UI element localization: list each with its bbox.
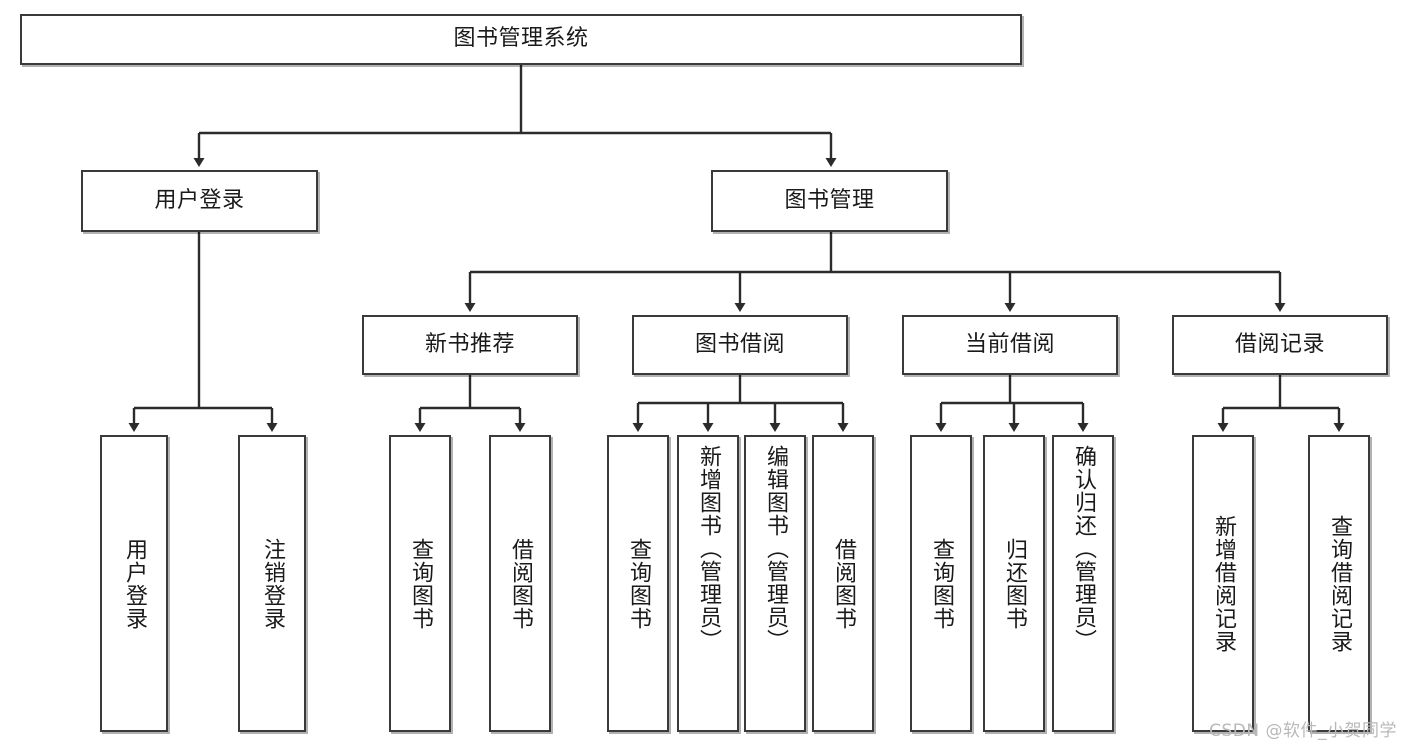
leaf-query-borrow-record[interactable]: 查询借阅记录 bbox=[1308, 435, 1370, 732]
node-new-book-recommendation[interactable]: 新书推荐 bbox=[362, 315, 578, 375]
node-new-book-recommendation-label: 新书推荐 bbox=[424, 331, 515, 357]
leaf-query-book-recommendation-label: 查询图书 bbox=[407, 537, 433, 630]
leaf-query-book-borrowing[interactable]: 查询图书 bbox=[607, 435, 669, 732]
node-root-label: 图书管理系统 bbox=[453, 26, 589, 52]
leaf-return-book-label: 归还图书 bbox=[1001, 537, 1027, 630]
node-book-management[interactable]: 图书管理 bbox=[711, 170, 948, 232]
leaf-query-book-current-label: 查询图书 bbox=[928, 537, 954, 630]
node-root[interactable]: 图书管理系统 bbox=[20, 14, 1022, 65]
leaf-query-book-borrowing-label: 查询图书 bbox=[625, 537, 651, 630]
leaf-logout[interactable]: 注销登录 bbox=[238, 435, 306, 732]
leaf-return-book[interactable]: 归还图书 bbox=[983, 435, 1045, 732]
node-book-borrowing[interactable]: 图书借阅 bbox=[632, 315, 848, 375]
leaf-confirm-return-admin[interactable]: 确认归还（管理员） bbox=[1052, 435, 1114, 732]
leaf-add-book-admin[interactable]: 新增图书（管理员） bbox=[677, 435, 739, 732]
leaf-borrow-book-borrowing[interactable]: 借阅图书 bbox=[812, 435, 874, 732]
leaf-user-login[interactable]: 用户登录 bbox=[100, 435, 168, 732]
leaf-query-book-recommendation[interactable]: 查询图书 bbox=[389, 435, 451, 732]
node-user-login-label: 用户登录 bbox=[154, 187, 245, 213]
node-book-management-label: 图书管理 bbox=[784, 187, 875, 213]
node-current-borrowing[interactable]: 当前借阅 bbox=[902, 315, 1118, 375]
leaf-borrow-book-borrowing-label: 借阅图书 bbox=[830, 537, 856, 630]
leaf-edit-book-admin-label: 编辑图书（管理员） bbox=[762, 445, 788, 652]
node-borrowing-record[interactable]: 借阅记录 bbox=[1172, 315, 1388, 375]
node-current-borrowing-label: 当前借阅 bbox=[964, 331, 1055, 357]
watermark-text: CSDN @软件_小贺同学 bbox=[1209, 721, 1397, 741]
node-user-login[interactable]: 用户登录 bbox=[81, 170, 318, 232]
leaf-user-login-label: 用户登录 bbox=[121, 537, 147, 630]
leaf-query-book-current[interactable]: 查询图书 bbox=[910, 435, 972, 732]
leaf-edit-book-admin[interactable]: 编辑图书（管理员） bbox=[744, 435, 806, 732]
node-book-borrowing-label: 图书借阅 bbox=[694, 331, 785, 357]
leaf-confirm-return-admin-label: 确认归还（管理员） bbox=[1070, 445, 1096, 652]
leaf-logout-label: 注销登录 bbox=[259, 537, 285, 630]
leaf-add-borrow-record-label: 新增借阅记录 bbox=[1210, 514, 1236, 653]
leaf-borrow-book-recommendation-label: 借阅图书 bbox=[507, 537, 533, 630]
leaf-query-borrow-record-label: 查询借阅记录 bbox=[1326, 514, 1352, 653]
leaf-add-borrow-record[interactable]: 新增借阅记录 bbox=[1192, 435, 1254, 732]
leaf-add-book-admin-label: 新增图书（管理员） bbox=[695, 445, 721, 652]
node-borrowing-record-label: 借阅记录 bbox=[1234, 331, 1325, 357]
leaf-borrow-book-recommendation[interactable]: 借阅图书 bbox=[489, 435, 551, 732]
